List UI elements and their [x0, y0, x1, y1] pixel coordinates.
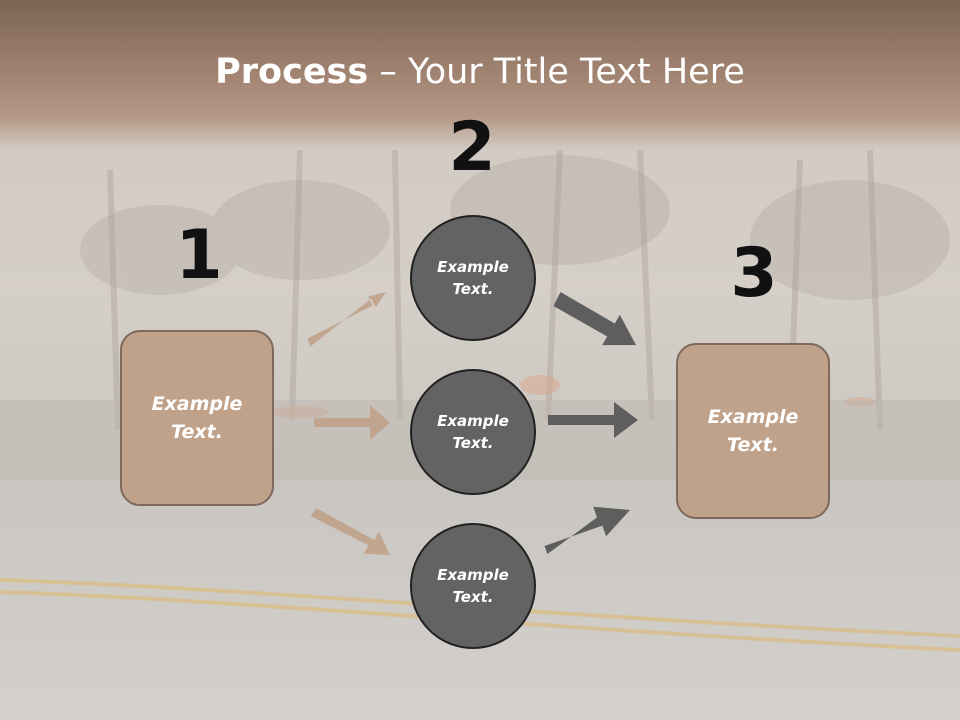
fire-glow — [270, 375, 876, 418]
page-title: Process – Your Title Text Here — [0, 52, 960, 92]
circle-top-text: Example Text. — [437, 257, 509, 299]
arrow-bottom-to-right-icon — [544, 506, 630, 554]
title-band — [0, 0, 960, 150]
right-box: Example Text. — [676, 343, 830, 519]
arrow-left-to-top-icon — [307, 292, 386, 347]
circle-top: Example Text. — [410, 215, 536, 341]
right-box-text: Example Text. — [707, 405, 799, 457]
tree-silhouettes — [107, 149, 883, 431]
step-number-3: 3 — [730, 234, 778, 313]
step-number-2: 2 — [448, 108, 496, 187]
title-rest: – Your Title Text Here — [368, 52, 745, 92]
arrow-top-to-right-icon — [553, 292, 636, 346]
arrow-left-to-bottom-icon — [310, 508, 390, 555]
circle-bottom: Example Text. — [410, 523, 536, 649]
left-box-text: Example Text. — [151, 392, 243, 444]
circle-middle: Example Text. — [410, 369, 536, 495]
arrow-middle-to-right-icon — [548, 402, 638, 438]
left-box: Example Text. — [120, 330, 274, 506]
circle-bottom-text: Example Text. — [437, 565, 509, 607]
step-number-1: 1 — [175, 216, 223, 295]
road-lines — [0, 578, 960, 652]
circle-middle-text: Example Text. — [437, 411, 509, 453]
title-bold: Process — [215, 52, 369, 92]
arrow-left-to-middle-icon — [314, 405, 390, 440]
